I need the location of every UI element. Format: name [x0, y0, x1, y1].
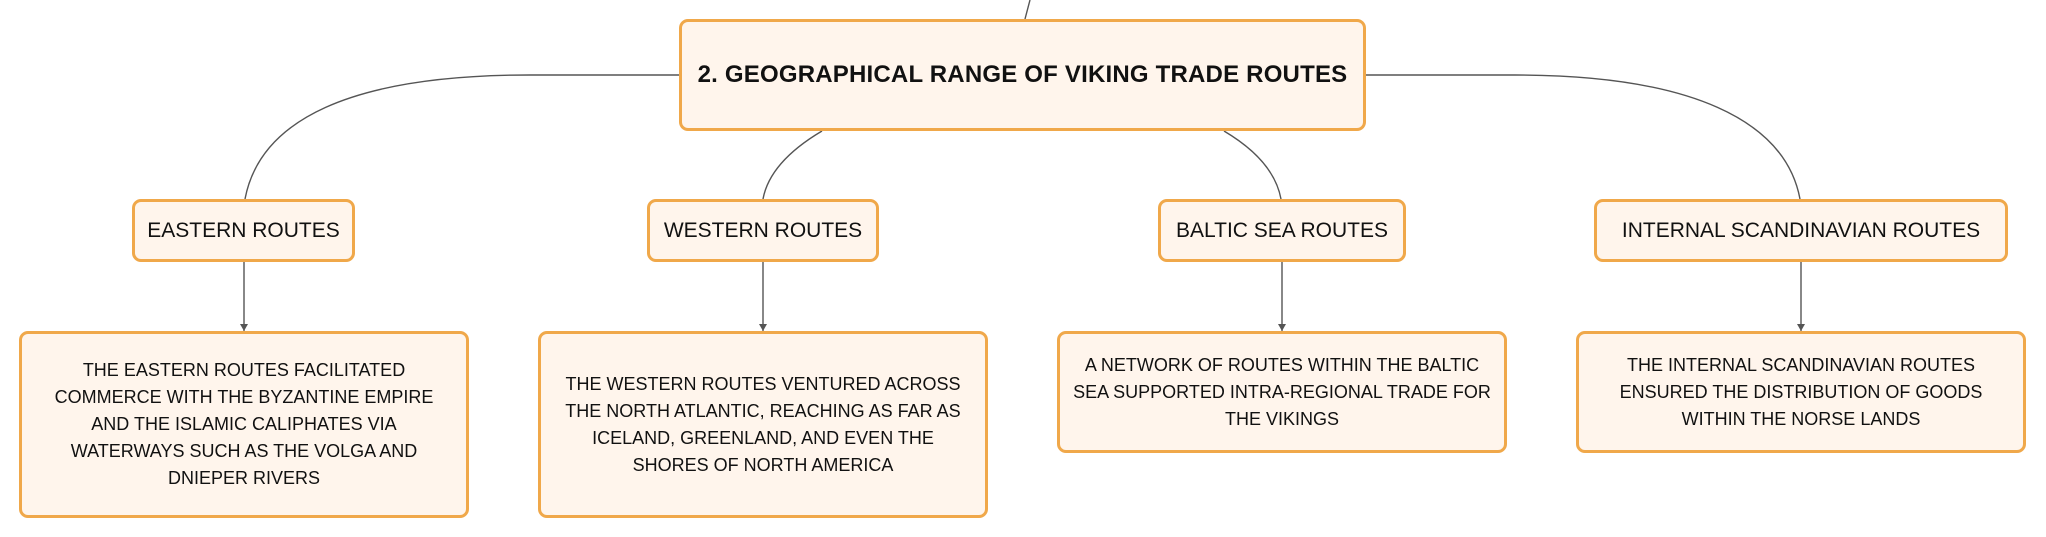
connector-root-to-baltic-sea-routes: [1223, 130, 1282, 200]
arrowhead-western-description: [759, 324, 767, 331]
connector-root-to-eastern-routes: [244, 74, 679, 200]
branch-label-eastern-routes: EASTERN ROUTES: [147, 218, 340, 242]
description-text-internal-scandinavian-routes: THE INTERNAL SCANDINAVIAN ROUTES ENSURED…: [1619, 354, 1983, 429]
connector-root-to-internal-scandinavian-routes: [1366, 74, 1801, 200]
description-node-internal-scandinavian-routes[interactable]: THE INTERNAL SCANDINAVIAN ROUTES ENSURED…: [1576, 331, 2026, 453]
description-node-baltic-sea-routes[interactable]: A NETWORK OF ROUTES WITHIN THE BALTIC SE…: [1057, 331, 1507, 453]
description-text-baltic-sea-routes: A NETWORK OF ROUTES WITHIN THE BALTIC SE…: [1073, 354, 1491, 429]
root-topic-node[interactable]: 2. GEOGRAPHICAL RANGE OF VIKING TRADE RO…: [679, 19, 1366, 131]
arrowhead-internal-description: [1797, 324, 1805, 331]
arrowhead-baltic-description: [1278, 324, 1286, 331]
branch-node-baltic-sea-routes[interactable]: BALTIC SEA ROUTES: [1158, 199, 1406, 262]
root-topic-title: 2. GEOGRAPHICAL RANGE OF VIKING TRADE RO…: [697, 61, 1348, 88]
connector-parent-to-root: [1024, 0, 1031, 20]
branch-node-eastern-routes[interactable]: EASTERN ROUTES: [132, 199, 355, 262]
branch-label-internal-scandinavian-routes: INTERNAL SCANDINAVIAN ROUTES: [1621, 218, 1981, 242]
description-text-western-routes: THE WESTERN ROUTES VENTURED ACROSS THE N…: [565, 373, 961, 475]
arrowhead-eastern-description: [240, 324, 248, 331]
description-node-western-routes[interactable]: THE WESTERN ROUTES VENTURED ACROSS THE N…: [538, 331, 988, 518]
branch-node-western-routes[interactable]: WESTERN ROUTES: [647, 199, 879, 262]
branch-node-internal-scandinavian-routes[interactable]: INTERNAL SCANDINAVIAN ROUTES: [1594, 199, 2008, 262]
branch-label-baltic-sea-routes: BALTIC SEA ROUTES: [1176, 218, 1388, 242]
description-node-eastern-routes[interactable]: THE EASTERN ROUTES FACILITATED COMMERCE …: [19, 331, 469, 518]
connector-root-to-western-routes: [762, 130, 823, 200]
branch-label-western-routes: WESTERN ROUTES: [663, 218, 863, 242]
description-text-eastern-routes: THE EASTERN ROUTES FACILITATED COMMERCE …: [54, 360, 434, 488]
